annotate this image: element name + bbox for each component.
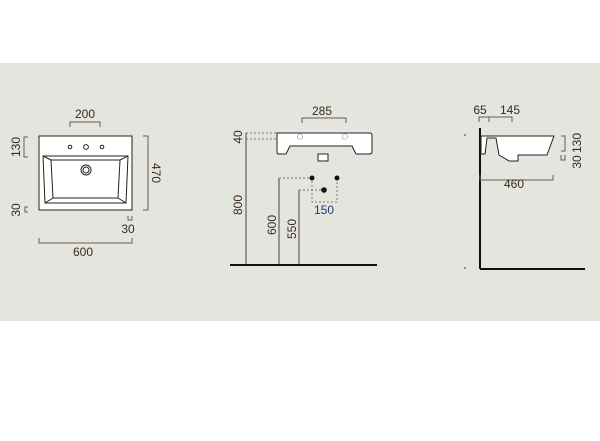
dim-285: 285: [312, 104, 332, 118]
sink-side-profile: [480, 135, 555, 162]
dim-65: 65: [473, 103, 487, 117]
dim-130: 130: [9, 137, 23, 157]
dim-30-left: 30: [9, 203, 23, 217]
dim-600-supply: 600: [265, 215, 279, 235]
svg-text:◌: ◌: [341, 129, 348, 143]
dim-800: 800: [231, 195, 245, 215]
dim-150: 150: [314, 203, 334, 217]
front-view: 200 130 470 30 30 600: [9, 107, 163, 259]
tap-hole-icon: [83, 144, 89, 150]
drain-pipe-icon: [321, 187, 327, 193]
dim-40: 40: [231, 130, 245, 144]
svg-text:◌: ◌: [296, 129, 303, 143]
tap-hole-icon: [99, 144, 105, 150]
dim-30-right: 30: [121, 222, 135, 236]
dim-30-profile: 30: [570, 155, 584, 169]
drain-trap: [317, 153, 329, 162]
sink-front-profile: [276, 132, 373, 155]
dim-550: 550: [285, 219, 299, 239]
dim-460: 460: [504, 177, 524, 191]
dim-600: 600: [73, 245, 93, 259]
dim-130-profile: 130: [570, 133, 584, 153]
installation-view: ◌ ◌ 285 40 800 600 550 150: [230, 104, 377, 266]
dim-470: 470: [149, 163, 163, 183]
profile-view: 65 145 460 130 30: [464, 103, 585, 270]
supply-pipe-icon: [334, 175, 340, 181]
tap-hole-icon: [67, 144, 73, 150]
dim-145: 145: [500, 103, 520, 117]
supply-pipe-icon: [309, 175, 315, 181]
dim-200: 200: [75, 107, 95, 121]
